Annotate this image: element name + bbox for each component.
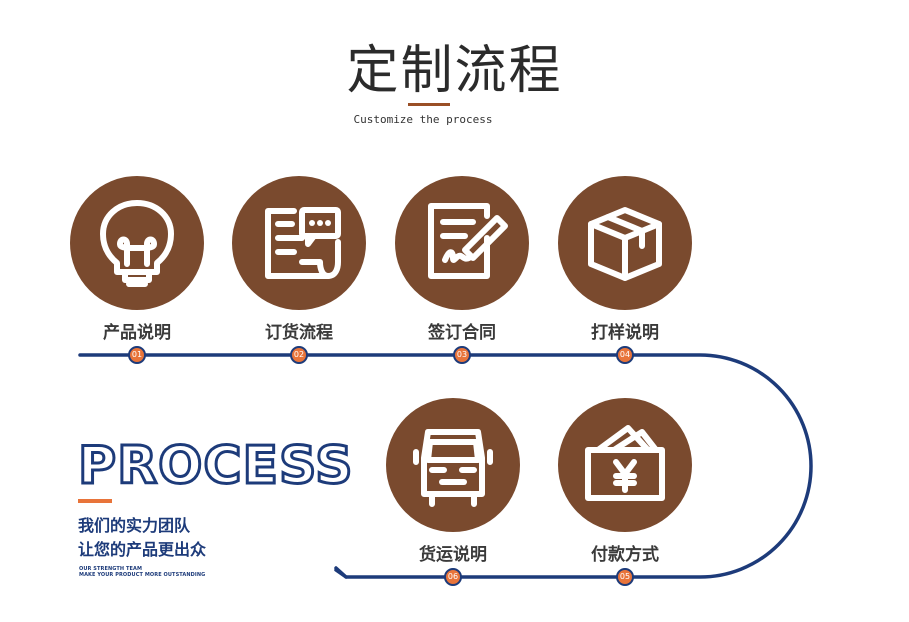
document-chat-icon	[265, 207, 341, 279]
page-title: 定制流程	[346, 41, 563, 101]
process-accent-bar	[78, 499, 112, 503]
step-label-4: 打样说明	[591, 323, 659, 343]
step-circle-5	[558, 398, 692, 532]
tiny-caption-1: OUR STRENGTH TEAM	[79, 566, 143, 572]
step-circle-1	[70, 176, 204, 310]
step-circle-6	[386, 398, 520, 532]
step-label-5: 付款方式	[591, 545, 659, 565]
truck-icon	[413, 429, 493, 507]
slogan-line-2: 让您的产品更出众	[78, 540, 207, 559]
step-num-2: 02	[290, 346, 308, 364]
step-label-2: 订货流程	[265, 323, 333, 343]
wallet-yen-icon	[585, 425, 665, 501]
contract-sign-icon	[428, 203, 508, 279]
step-num-1: 01	[128, 346, 146, 364]
step-label-3: 签订合同	[428, 323, 496, 343]
process-heading: PROCESS	[77, 435, 355, 498]
step-num-3: 03	[453, 346, 471, 364]
tiny-caption-2: MAKE YOUR PRODUCT MORE OUTSTANDING	[79, 572, 206, 578]
lightbulb-icon	[100, 200, 174, 287]
step-num-6: 06	[444, 568, 462, 586]
step-label-6: 货运说明	[419, 545, 487, 565]
step-circle-2	[232, 176, 366, 310]
step-circle-4	[558, 176, 692, 310]
title-underline	[408, 103, 450, 106]
page-subtitle: Customize the process	[353, 113, 493, 126]
step-label-1: 产品说明	[103, 323, 171, 343]
slogan-line-1: 我们的实力团队	[78, 516, 191, 535]
box-icon	[588, 207, 662, 281]
step-num-4: 04	[616, 346, 634, 364]
step-num-5: 05	[616, 568, 634, 586]
step-circle-3	[395, 176, 529, 310]
